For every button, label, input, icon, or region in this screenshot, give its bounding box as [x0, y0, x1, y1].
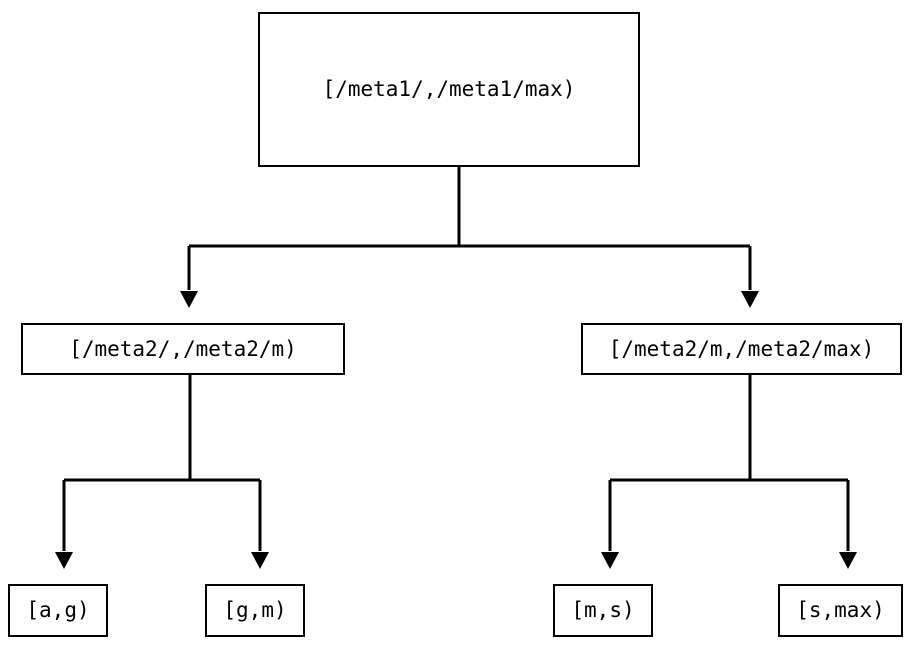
arrowhead-meta2high-to-smax [839, 552, 857, 569]
arrowhead-root-to-meta2-high [741, 291, 759, 308]
tree-node-meta2-low[interactable]: [/meta2/,/meta2/m) [21, 323, 345, 375]
tree-node-leaf-g-m-label: [g,m) [223, 598, 287, 622]
tree-node-leaf-s-max[interactable]: [s,max) [778, 584, 903, 637]
tree-node-leaf-g-m[interactable]: [g,m) [205, 584, 305, 637]
arrowhead-root-to-meta2-low [180, 291, 198, 308]
tree-node-leaf-s-max-label: [s,max) [796, 598, 885, 622]
arrowhead-meta2low-to-ag [55, 552, 73, 569]
arrowhead-meta2high-to-ms [601, 552, 619, 569]
tree-node-meta2-low-label: [/meta2/,/meta2/m) [69, 336, 297, 361]
tree-node-root-label: [/meta1/,/meta1/max) [322, 77, 576, 101]
tree-node-meta2-high[interactable]: [/meta2/m,/meta2/max) [581, 323, 902, 375]
arrowhead-meta2low-to-gm [251, 552, 269, 569]
tree-node-leaf-m-s-label: [m,s) [571, 598, 635, 622]
tree-node-root[interactable]: [/meta1/,/meta1/max) [258, 12, 640, 167]
tree-node-leaf-a-g-label: [a,g) [26, 598, 90, 622]
tree-node-leaf-a-g[interactable]: [a,g) [8, 584, 108, 637]
tree-node-leaf-m-s[interactable]: [m,s) [553, 584, 653, 637]
tree-node-meta2-high-label: [/meta2/m,/meta2/max) [608, 336, 875, 361]
